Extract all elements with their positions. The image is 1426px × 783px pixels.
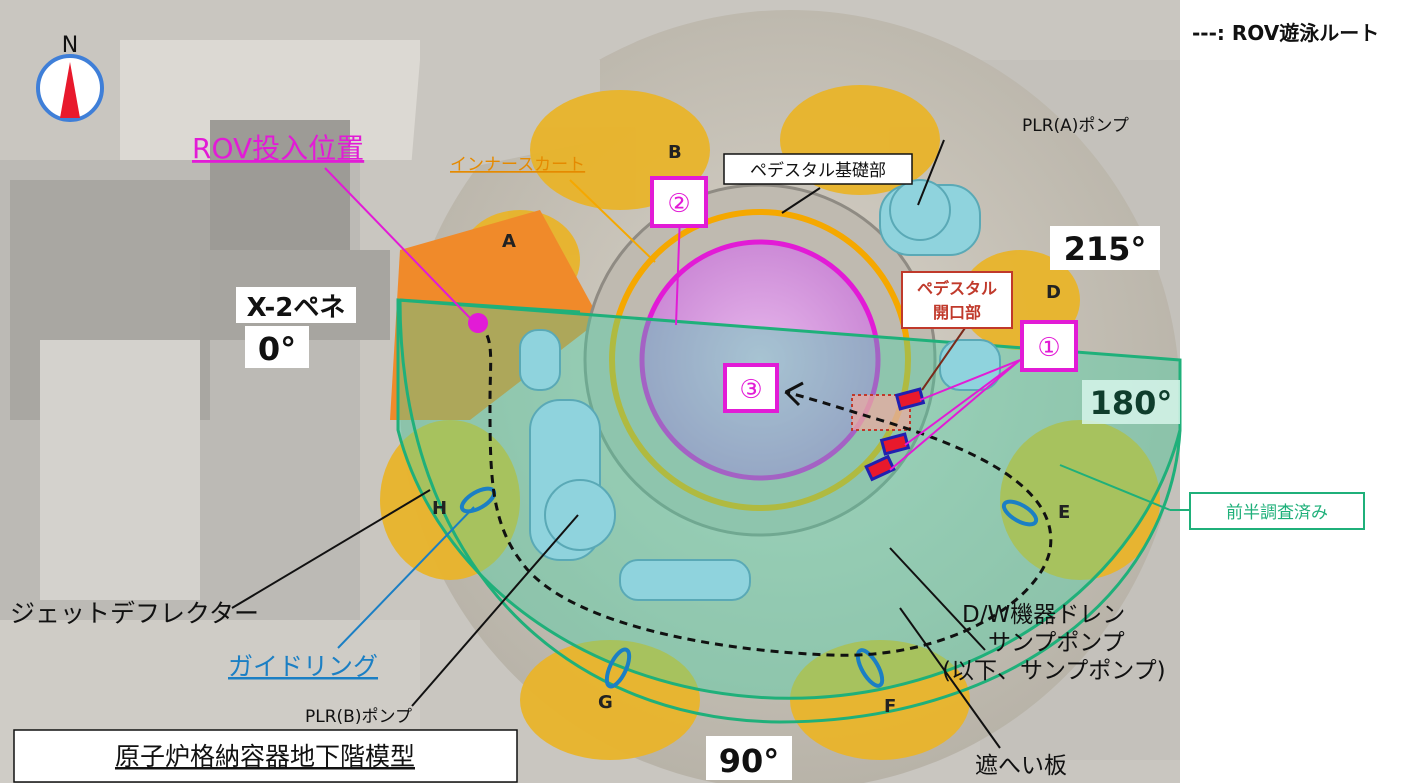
angle-215: 215° xyxy=(1064,230,1147,268)
surveyed-label: 前半調査済み xyxy=(1226,503,1328,523)
inner-skirt-label: インナースカート xyxy=(450,155,585,175)
marker-3: ③ xyxy=(739,375,762,405)
caption-box xyxy=(13,729,518,783)
pedestal-base-label: ペデスタル基礎部 xyxy=(750,160,886,181)
marker-2: ② xyxy=(667,189,690,219)
plr-a-pump-label: PLR(A)ポンプ xyxy=(1022,116,1129,136)
angle-90: 90° xyxy=(719,742,780,780)
x2-penetration-label: X-2ペネ xyxy=(247,293,346,323)
jet-deflector-label: ジェットデフレクター xyxy=(10,599,259,628)
dw-drain-label-1: D/W機器ドレン xyxy=(962,602,1125,628)
dw-drain-label-3: (以下、サンプポンプ) xyxy=(942,658,1166,684)
marker-3-box xyxy=(723,363,779,413)
position-d: D xyxy=(1046,282,1061,303)
position-a: A xyxy=(502,231,516,252)
pedestal-opening-markers xyxy=(864,387,926,482)
leader-lines xyxy=(231,139,1190,749)
angle-0-box xyxy=(245,326,309,368)
angle-180-box xyxy=(1082,380,1180,424)
rov-route[interactable] xyxy=(477,323,1053,657)
x2-penetration-box xyxy=(236,287,356,323)
surveyed-area-top-edge xyxy=(399,298,581,314)
position-h: H xyxy=(432,498,447,519)
inner-skirt-ring xyxy=(609,209,911,511)
plr-b-pump-label: PLR(B)ポンプ xyxy=(305,707,412,727)
angle-90-box xyxy=(706,736,792,780)
pedestal-base-box xyxy=(723,153,913,185)
angle-215-box xyxy=(1050,226,1160,270)
angle-180: 180° xyxy=(1090,384,1173,422)
marker-2-box xyxy=(650,176,708,228)
shield-plate-label: 遮へい板 xyxy=(975,753,1067,779)
marker-1-box xyxy=(1020,320,1078,372)
caption-label: 原子炉格納容器地下階模型 xyxy=(115,742,415,771)
legend-route: ---: ROV遊泳ルート xyxy=(1192,21,1379,45)
pedestal-opening-label-box xyxy=(901,271,1013,329)
position-f: F xyxy=(884,696,896,717)
surveyed-area xyxy=(396,298,1182,700)
position-letters: A B D E F G H xyxy=(432,142,1070,717)
pedestal-opening-label-2: 開口部 xyxy=(933,303,981,322)
guide-ring-label: ガイドリング xyxy=(228,652,378,681)
compass-letter: N xyxy=(62,33,78,58)
marker-1: ① xyxy=(1037,333,1060,363)
rov-insertion-label: ROV投入位置 xyxy=(192,132,364,165)
position-g: G xyxy=(598,692,613,713)
pedestal-interior xyxy=(639,239,881,481)
surveyed-area-outline xyxy=(398,299,1182,724)
position-e: E xyxy=(1058,502,1070,523)
position-b: B xyxy=(668,142,682,163)
rov-route-arrowhead xyxy=(784,381,804,407)
dw-drain-label-2: サンプポンプ xyxy=(988,630,1125,656)
jet-deflector-structure-a xyxy=(390,210,600,420)
angle-0: 0° xyxy=(258,330,296,368)
pedestal-opening-label-1: ペデスタル xyxy=(917,279,997,298)
surveyed-label-box xyxy=(1189,492,1365,530)
rov-insertion-point xyxy=(468,313,488,333)
compass-icon: N xyxy=(36,33,104,122)
